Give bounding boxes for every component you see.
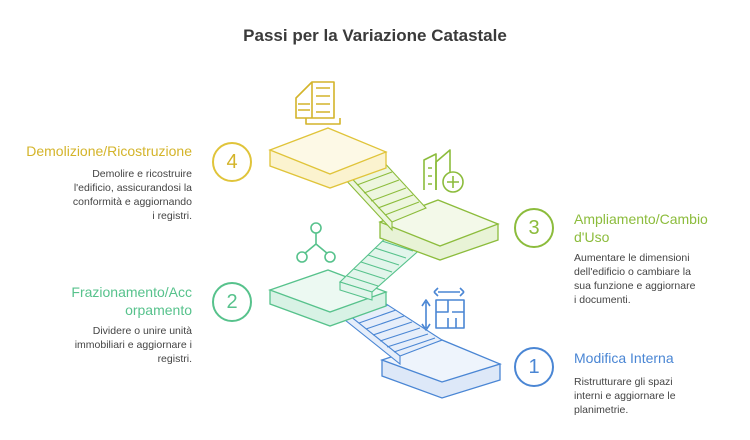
step-4-description: Demolire e ricostruire l'edificio, assic… [72, 168, 192, 222]
step-3-description: Aumentare le dimensioni dell'edificio o … [574, 252, 696, 306]
step-2-title: Frazionamento/Acc orpamento [71, 284, 192, 318]
house-construction-icon [295, 81, 341, 125]
step-4-title: Demolizione/Ricostruzione [26, 143, 192, 159]
step-number-3: 3 [514, 208, 554, 248]
building-add-icon [423, 149, 464, 193]
step-number-2: 2 [212, 282, 252, 322]
split-merge-icon [296, 222, 336, 263]
step-2-description: Dividere o unire unità immobiliari e agg… [74, 325, 192, 365]
platform-4 [268, 127, 388, 189]
diagram-title: Passi per la Variazione Catastale [243, 26, 507, 45]
step-1-description: Ristrutturare gli spazi interni e aggior… [574, 376, 676, 416]
step-1-title: Modifica Interna [574, 350, 674, 366]
step-3-title: Ampliamento/Cambio d'Uso [574, 211, 708, 245]
step-number-1: 1 [514, 347, 554, 387]
stairs-1-2 [343, 299, 444, 366]
step-number-4: 4 [212, 142, 252, 182]
platform-2 [268, 269, 388, 327]
floor-plan-icon [421, 287, 465, 331]
